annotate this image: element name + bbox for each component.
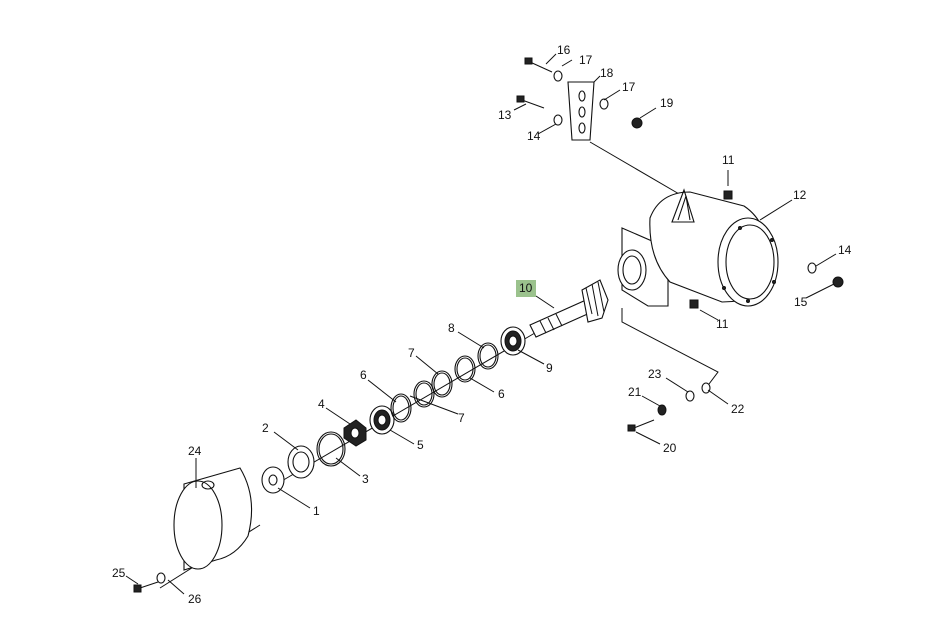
washer-part-26 (156, 572, 166, 584)
ring-part-8 (477, 342, 499, 370)
callout-18: 18 (600, 66, 614, 80)
bearing-part-2 (287, 445, 315, 479)
washer-part-1 (261, 466, 285, 494)
washer-part-17a (553, 70, 563, 82)
callout-22: 22 (731, 402, 745, 416)
callout-7a: 7 (408, 346, 415, 360)
callout-3: 3 (362, 472, 369, 486)
callout-leaders (125, 53, 837, 595)
bolt-part-16 (524, 57, 553, 73)
ring-part-7a (413, 380, 435, 408)
plug-part-11a (723, 190, 733, 200)
nut-part-19 (631, 117, 643, 129)
callout-17b: 17 (622, 80, 636, 94)
bearing-part-9 (500, 326, 526, 356)
washer-part-17b (599, 98, 609, 110)
callout-4: 4 (318, 397, 325, 411)
o-ring-part-3 (316, 431, 346, 467)
callout-9: 9 (546, 361, 553, 375)
callout-17a: 17 (579, 53, 593, 67)
washer-part-21 (657, 404, 667, 416)
callout-15: 15 (794, 295, 808, 309)
washer-part-22 (701, 382, 711, 394)
ring-part-7b (431, 370, 453, 398)
callout-1: 1 (313, 504, 320, 518)
washer-part-14b (807, 262, 817, 274)
callout-26: 26 (188, 592, 202, 606)
callout-6b: 6 (498, 387, 505, 401)
callout-20: 20 (663, 441, 677, 455)
callout-11b: 11 (716, 317, 729, 331)
callout-10: 10 (519, 281, 533, 295)
nut-part-4 (343, 419, 367, 447)
plug-part-11b (689, 299, 699, 309)
bolt-part-20 (627, 419, 655, 432)
bolt-part-13 (516, 95, 545, 109)
callout-8: 8 (448, 321, 455, 335)
bolt-part-25 (133, 581, 159, 593)
callout-23: 23 (648, 367, 662, 381)
callout-16: 16 (557, 43, 571, 57)
callout-7b: 7 (458, 411, 465, 425)
callout-19: 19 (660, 96, 674, 110)
bearing-part-5 (369, 405, 395, 435)
callout-2: 2 (262, 421, 269, 435)
callout-13: 13 (498, 108, 512, 122)
callout-14b: 14 (838, 243, 852, 257)
cover-part (173, 467, 253, 571)
nut-part-15 (832, 276, 844, 288)
housing-part-12 (617, 188, 779, 307)
callout-24: 24 (188, 444, 202, 458)
washer-part-14a (553, 114, 563, 126)
callout-21: 21 (628, 385, 642, 399)
ring-part-6b (454, 355, 476, 383)
callout-5: 5 (417, 438, 424, 452)
callout-12: 12 (793, 188, 807, 202)
bracket-part-18 (567, 81, 595, 141)
callout-labels: 1 2 3 4 5 6 6 7 7 8 9 10 11 11 12 13 14 … (112, 43, 852, 606)
pinion-gear-part-10 (529, 279, 609, 338)
callout-11a: 11 (722, 153, 735, 167)
callout-14a: 14 (527, 129, 541, 143)
callout-highlight (516, 280, 536, 297)
washer-part-23 (685, 390, 695, 402)
callout-25: 25 (112, 566, 126, 580)
callout-6a: 6 (360, 368, 367, 382)
ring-part-6a (390, 393, 412, 423)
